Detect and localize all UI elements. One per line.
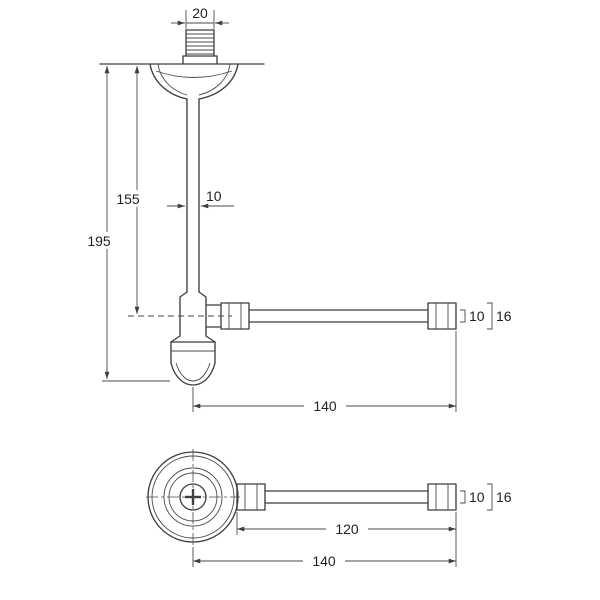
compression-nut-left	[220, 302, 250, 330]
dim-inlet-width-label: 20	[192, 5, 208, 21]
plan-compression-nut-right	[427, 483, 457, 511]
trap-body	[170, 291, 222, 343]
outlet-pipe	[248, 309, 429, 323]
front-view: 20 155 195 10 10 16 140	[83, 5, 512, 414]
dim-outlet-pipe-dia-label: 10	[469, 308, 485, 324]
plan-dimensions: 10 16 120 140	[192, 483, 512, 569]
threaded-inlet	[182, 29, 218, 65]
plan-view: 10 16 120 140	[146, 449, 512, 569]
dim-height-to-outlet-label: 155	[116, 191, 140, 207]
tailpipe	[186, 98, 200, 293]
dim-tailpipe-dia-label: 10	[206, 188, 222, 204]
front-dimensions: 20 155 195 10 10 16 140	[83, 5, 512, 414]
plan-outlet-pipe	[264, 490, 429, 504]
plan-dim-outlet-nut-dia-label: 16	[496, 489, 512, 505]
dim-outlet-nut-dia-label: 16	[496, 308, 512, 324]
plan-dim-outlet-pipe-dia-label: 10	[469, 489, 485, 505]
dim-outlet-length-label: 140	[313, 398, 337, 414]
plan-dim-overall-length-label: 140	[312, 553, 336, 569]
plan-compression-nut-left	[236, 483, 266, 511]
strainer-flange	[149, 63, 239, 100]
cleanout-cap	[170, 341, 216, 386]
compression-nut-right	[427, 302, 457, 330]
phillips-screw-icon	[179, 483, 207, 511]
dim-overall-height-label: 195	[87, 233, 111, 249]
plan-dim-pipe-length-label: 120	[335, 521, 359, 537]
